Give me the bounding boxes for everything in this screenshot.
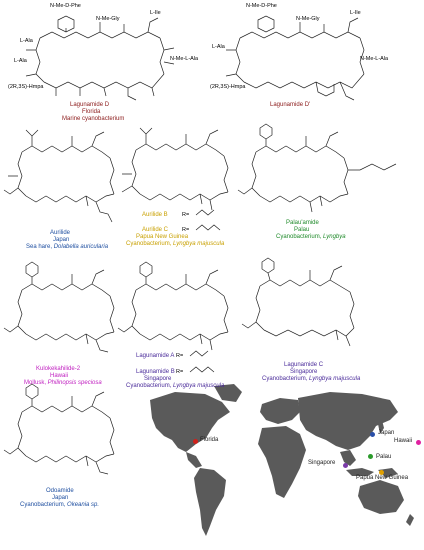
structure-aurilide-bc [121, 127, 229, 231]
compound-place-lagunamide-b: Singapore [144, 376, 172, 382]
greenland-shape [214, 384, 242, 402]
compound-source-aurilide-c: Cyanobacterium, Lyngbya majuscula [126, 241, 225, 247]
compound-source-lagunamide-c: Cyanobacterium, Lyngbya majuscula [262, 376, 361, 382]
new-zealand-shape [406, 514, 414, 526]
structure-palauamide [237, 123, 397, 213]
structure-aurilide [3, 129, 115, 223]
palau-marker [368, 454, 373, 459]
compound-source-kulokekahilide: Mollusk, Philinopsis speciosa [24, 380, 102, 386]
label-n-me-l-ala-prime: N-Me-L-Ala [360, 56, 389, 62]
map-label-palau: Palau [376, 454, 392, 460]
label-l-ala-prime: L-Ala [212, 44, 225, 50]
compound-name-kulokekahilide: Kulokekahilide-2 [36, 366, 81, 372]
compound-name-lagunamide-d-prime: Lagunamide D' [270, 102, 311, 108]
r-group-label-4: R= [176, 369, 184, 375]
compound-name-lagunamide-c: Lagunamide C [284, 362, 324, 368]
label-l-ala-2: L-Ala [14, 58, 27, 64]
southeast-asia-shape [340, 450, 356, 466]
label-n-me-gly: N-Me-Gly [96, 16, 120, 22]
singapore-marker [343, 463, 348, 468]
hawaii-marker [416, 440, 421, 445]
r-group-label-2: R= [182, 227, 190, 233]
florida-marker [193, 439, 198, 444]
label-l-ala-1: L-Ala [20, 38, 33, 44]
indonesia-shape [346, 468, 374, 476]
png-marker [379, 470, 384, 475]
central-america-shape [186, 452, 202, 468]
compound-name-aurilide-b: Aurilide B [142, 212, 168, 218]
r-group-label-1: R= [182, 212, 190, 218]
compound-place-palauamide: Palau [294, 227, 310, 233]
label-n-me-d-phe-prime: N-Me-D-Phe [246, 3, 277, 9]
compound-place-kulokekahilide: Hawaii [50, 373, 69, 379]
australia-shape [358, 480, 404, 514]
label-hmpa-prime: (2R,3S)-Hmpa [210, 84, 246, 90]
japan-marker [370, 432, 375, 437]
structure-odoamide [3, 383, 115, 475]
compound-source-odoamide: Cyanobacterium, Okeania sp. [20, 502, 100, 508]
compound-name-palauamide: Palau'amide [286, 220, 319, 226]
japan-shape [378, 420, 384, 434]
label-n-me-l-ala: N-Me-L-Ala [170, 56, 199, 62]
label-l-ile: L-Ile [150, 10, 161, 16]
compound-place-odoamide: Japan [52, 495, 69, 501]
compound-place-lagunamide-d: Florida [82, 109, 101, 115]
map-label-florida: Florida [200, 437, 219, 443]
compound-place-aurilide: Japan [53, 237, 70, 243]
africa-shape [258, 426, 306, 498]
compound-source-lagunamide-b: Cyanobacterium, Lyngbya majuscula [126, 383, 225, 389]
structure-lagunamide-ab [117, 261, 229, 373]
map-label-japan: Japan [378, 430, 395, 436]
structure-kulokekahilide [3, 261, 115, 353]
structure-lagunamide-d [25, 15, 175, 101]
north-america-shape [150, 392, 230, 452]
europe-shape [260, 398, 300, 424]
compound-name-aurilide-c: Aurilide C [142, 227, 169, 233]
compound-name-lagunamide-d: Lagunamide D [70, 102, 110, 108]
r-group-label-3: R= [176, 353, 184, 359]
compound-place-lagunamide-c: Singapore [290, 369, 318, 375]
compound-name-aurilide: Aurilide [50, 230, 71, 236]
compound-name-lagunamide-a: Lagunamide A [136, 353, 175, 359]
compound-source-palauamide: Cyanobacterium, Lyngbya [276, 234, 346, 240]
label-hmpa: (2R,3S)-Hmpa [8, 84, 44, 90]
map-label-hawaii: Hawaii [394, 438, 413, 444]
compound-place-aurilide-c: Papua New Guinea [136, 234, 189, 240]
south-america-shape [194, 468, 226, 536]
compound-name-lagunamide-b: Lagunamide B [136, 369, 175, 375]
compound-name-odoamide: Odoamide [46, 488, 74, 494]
compound-source-aurilide: Sea hare, Dolabella auricularia [26, 244, 109, 250]
label-n-me-d-phe: N-Me-D-Phe [50, 3, 81, 9]
asia-shape [298, 392, 398, 450]
structure-lagunamide-d-prime [225, 15, 365, 101]
compound-source-lagunamide-d: Marine cyanobacterium [62, 116, 125, 122]
map-label-singapore: Singapore [308, 460, 336, 466]
structure-lagunamide-c [241, 257, 355, 347]
world-map [150, 384, 414, 536]
map-label-png: Papua New Guinea [356, 475, 409, 481]
label-l-ile-prime: L-Ile [350, 10, 361, 16]
label-n-me-gly-prime: N-Me-Gly [296, 16, 320, 22]
